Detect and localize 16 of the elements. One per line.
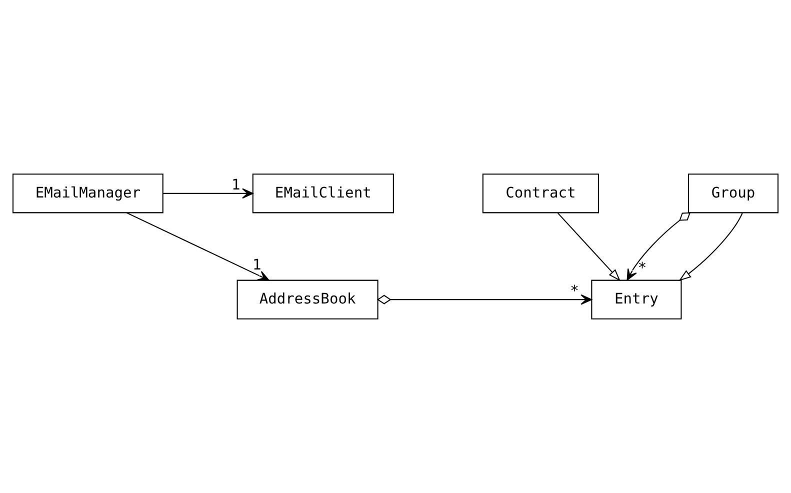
edge-label: * xyxy=(570,282,579,300)
arrow xyxy=(126,212,270,281)
edge-label: 1 xyxy=(252,256,262,274)
edge-label: * xyxy=(638,260,647,277)
arrow xyxy=(557,212,621,282)
arrow xyxy=(678,212,743,282)
edge-label: 1 xyxy=(232,176,240,194)
node-box: Contract xyxy=(482,174,599,214)
arrow xyxy=(163,188,254,199)
node-box: EMailManager xyxy=(12,174,164,214)
node-box: Group xyxy=(688,174,779,214)
node-box: Entry xyxy=(591,280,682,320)
node-box: EMailClient xyxy=(252,174,394,214)
arrow xyxy=(626,212,691,281)
node-box: AddressBook xyxy=(236,280,378,320)
arrow xyxy=(376,294,592,305)
